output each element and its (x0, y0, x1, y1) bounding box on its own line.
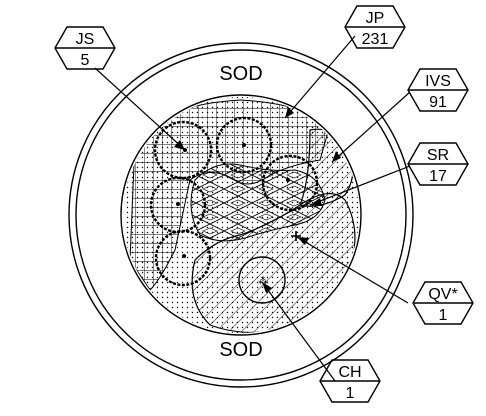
tag-qv-code: QV* (428, 286, 457, 303)
tag-js: JS 5 (54, 26, 116, 70)
leader-qv (296, 236, 409, 304)
leader-jp (284, 35, 356, 119)
tag-ch-code: CH (338, 364, 361, 381)
tag-ivs: IVS 91 (407, 68, 469, 112)
tag-qv: QV* 1 (412, 281, 474, 325)
ch-mark: ⁂ (258, 276, 268, 287)
tag-js-code: JS (76, 31, 95, 48)
crown-circles (149, 116, 319, 287)
sod-label-top: SOD (219, 63, 262, 85)
tag-ch: CH 1 (319, 359, 381, 403)
scaly-zone (190, 163, 326, 242)
outer-ring (68, 42, 414, 388)
leader-lines (94, 35, 411, 382)
tag-sr-value: 17 (429, 168, 447, 185)
outer-ring-inner (75, 49, 407, 381)
leader-ch (261, 281, 336, 382)
tree-interior (123, 97, 359, 333)
tag-jp-value: 231 (362, 31, 389, 48)
tag-sr-code: SR (427, 147, 449, 164)
tag-ch-value: 1 (346, 385, 355, 402)
tree-boundary (120, 94, 362, 336)
tag-jp: JP 231 (344, 5, 406, 49)
crown-circle (153, 120, 213, 180)
crown-circle (261, 154, 319, 212)
crown-circle (154, 229, 212, 287)
tag-sr: SR 17 (407, 142, 469, 186)
leader-js (94, 67, 186, 151)
leader-sr (309, 165, 411, 206)
ch-circle (238, 256, 286, 304)
qv-marker-icon (291, 231, 301, 241)
tag-ivs-code: IVS (425, 73, 451, 90)
tag-ivs-value: 91 (429, 94, 447, 111)
leader-ivs (331, 91, 411, 163)
tag-jp-code: JP (366, 10, 385, 27)
crown-circle (215, 116, 273, 174)
tag-js-value: 5 (81, 52, 90, 69)
tag-qv-value: 1 (439, 307, 448, 324)
arrowheads (174, 107, 341, 293)
sod-label-bottom: SOD (219, 339, 262, 361)
